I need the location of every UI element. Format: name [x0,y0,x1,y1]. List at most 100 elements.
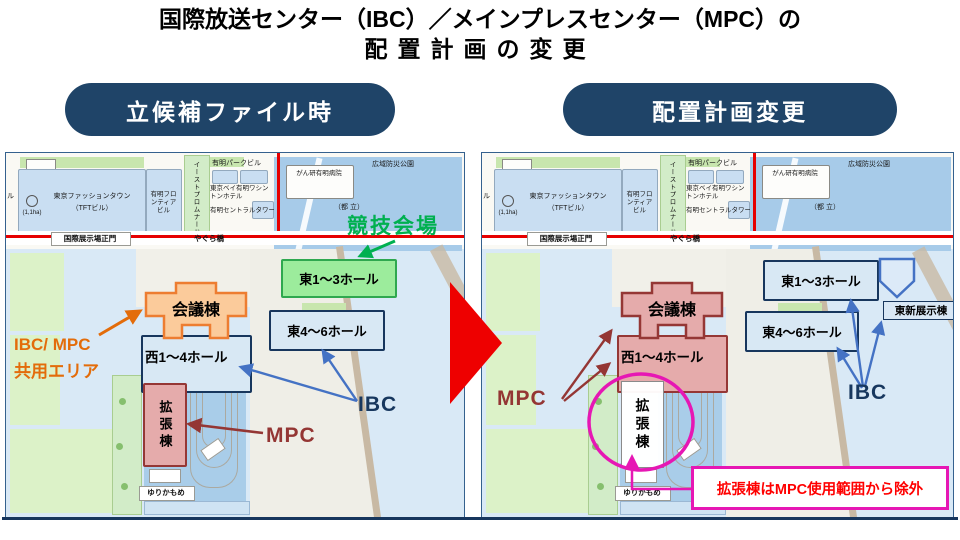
ibc-label: IBC [358,393,398,416]
main-gate-label: 国際展示場正門 [63,234,117,243]
mpc-label: MPC [497,387,547,410]
conference-label: 会議棟 [171,302,220,319]
frontier-building [146,169,182,233]
metropolitan-label: （都 立） [334,204,364,211]
banner-before: 立候補ファイル時 [65,83,395,136]
east-new-hall-label: 東新展示棟 [883,301,953,320]
green-strip [20,157,144,168]
small-building [716,170,744,184]
green-area [10,429,114,513]
hall-expansion: 拡張棟 [621,381,664,468]
change-arrow [450,282,502,404]
title-line2: 配置計画の変更 [364,36,596,62]
small-building [728,201,750,219]
main-gate-chip [51,232,131,246]
hall-west-1-4-label: 西1～4ホール [145,350,228,365]
disaster-park-label: 広域防災公園 [372,161,414,168]
banner-after: 配置計画変更 [563,83,897,136]
expansion-exclusion-callout: 拡張棟はMPC使用範囲から除外 [691,466,949,510]
frontier-label: 有明フロンティアビル [150,191,177,214]
station-platform [144,501,250,515]
east-promenade [660,155,686,243]
green-area [486,429,590,513]
tft-building [18,169,146,233]
green-strip [496,157,620,168]
tft-label-2: （TFTビル） [71,205,113,212]
tft-label-1: 東京ファッションタウン [529,193,607,200]
central-tower-label: 有明セントラルタワー [686,207,751,214]
green-strip [202,157,244,167]
title-line1: 国際放送センター（IBC）／メインプレスセンター（MPC）の [158,6,802,32]
mpc-label: MPC [266,424,316,447]
station-building [149,469,181,483]
yagura-bridge-label: やぐら橋 [670,234,700,243]
area-label: (1,1ha) [498,210,518,216]
east-promenade [184,155,210,243]
hall-west-1-4-label: 西1～4ホール [621,350,704,365]
green-area [486,253,540,331]
hall-expansion: 拡張棟 [143,383,187,467]
hospital-building [286,165,354,199]
area-symbol [26,195,38,207]
bay-hotel-label: 東京ベイ有明ワシントンホテル [210,185,269,200]
slide-title: 国際放送センター（IBC）／メインプレスセンター（MPC）の 配置計画の変更 [0,4,960,64]
shared-area-label-2: 共用エリア [14,362,99,381]
small-building [212,170,238,184]
hospital-building [762,165,830,199]
tree [116,443,123,450]
green-area [10,335,60,425]
main-gate-chip [527,232,607,246]
change-arrow-shape [450,282,502,404]
area-label: (1,1ha) [22,210,42,216]
area-symbol [502,195,514,207]
hall-east-4-6: 東4～6ホール [269,310,385,351]
rail-line [482,235,953,238]
hospital-label: がん研有明病院 [296,170,342,177]
frontier-label: 有明フロンティアビル [626,191,653,214]
venue-label: 競技会場 [347,215,439,238]
station-building [625,469,657,483]
green-strip [302,303,346,312]
east-promenade-label: イーストプロムナード [668,161,675,236]
map-after: 東京ファッションタウン （TFTビル） (1,1ha) ル 有明フロンティアビル… [481,152,954,519]
tree [595,398,602,405]
tree [121,483,128,490]
main-gate-label: 国際展示場正門 [539,234,593,243]
small-building [688,170,714,184]
tft-label-2: （TFTビル） [547,205,589,212]
small-building [240,170,268,184]
yurikamome-label: ゆりかもめ [623,488,661,497]
rail-line [6,235,464,238]
ibc-label: IBC [848,381,888,404]
bay-hotel-label: 東京ベイ有明ワシントンホテル [686,185,745,200]
bottom-rule [2,517,958,520]
tft-label-1: 東京ファッションタウン [53,193,131,200]
hall-east-1-3: 東1～3ホール [281,259,397,298]
yagura-bridge-label: やぐら橋 [194,234,224,243]
bldg-fragment-label: ル [7,193,14,200]
disaster-park-label: 広域防災公園 [848,161,890,168]
rail-line-vertical [753,153,756,237]
frontier-building [622,169,658,233]
yurikamome-label: ゆりかもめ [147,488,185,497]
shared-area-arrow [98,309,143,337]
banner-after-label: 配置計画変更 [652,98,808,125]
parking-loop [190,391,238,488]
rail-line-vertical [277,153,280,237]
hall-east-1-3: 東1～3ホール [763,260,879,301]
tree [119,398,126,405]
green-area [10,253,64,331]
hall-east-4-6: 東4～6ホール [745,311,859,352]
shared-area-label-1: IBC/ MPC [14,335,91,354]
map-before: 東京ファッションタウン （TFTビル） (1,1ha) ル 有明フロンティアビル… [5,152,465,519]
park-bldg-label: 有明パークビル [212,160,261,167]
east-new-hall-shape [878,257,916,299]
tree [592,443,599,450]
metropolitan-label: （都 立） [810,204,840,211]
banner-before-label: 立候補ファイル時 [126,98,334,125]
yurikamome-chip [139,486,195,501]
bldg-fragment-label: ル [483,193,490,200]
hospital-label: がん研有明病院 [772,170,818,177]
tree [597,483,604,490]
